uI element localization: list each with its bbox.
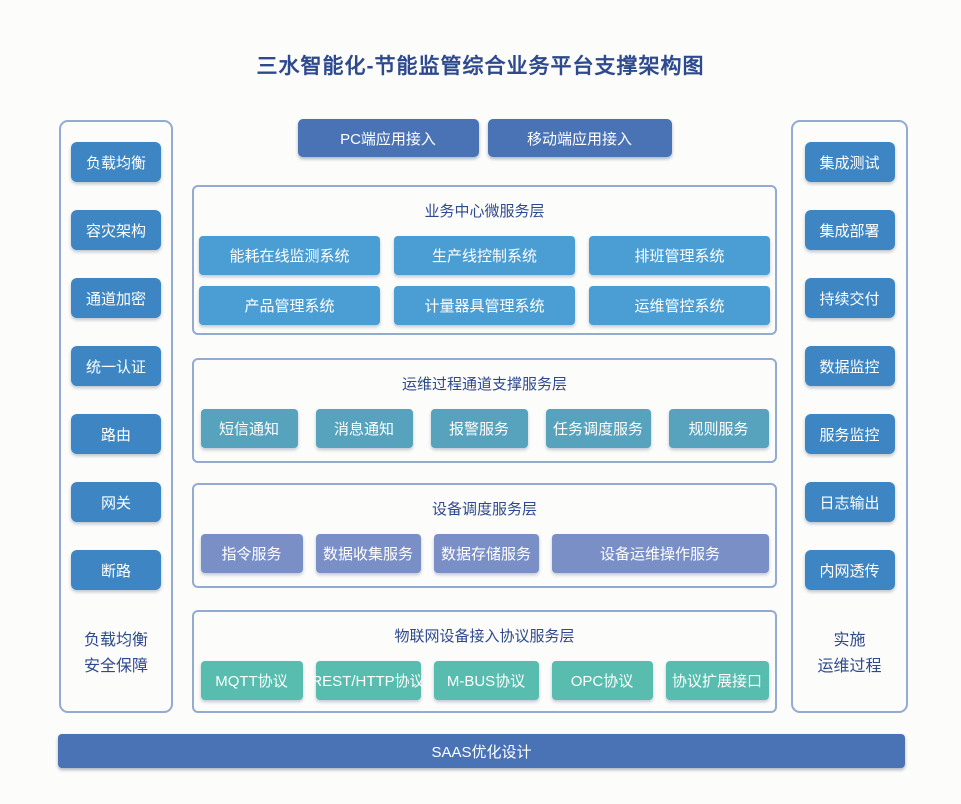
left-panel-buttons: 负载均衡容灾架构通道加密统一认证路由网关断路 [71, 142, 161, 618]
right-panel-item-2[interactable]: 持续交付 [804, 278, 895, 318]
layer-2-button-0-1[interactable]: 数据收集服务 [315, 534, 421, 573]
layer-2-title: 设备调度服务层 [431, 501, 537, 518]
left-panel-caption: 负载均衡安全保障 [84, 628, 148, 680]
layer-3-button-0-1[interactable]: REST/HTTP协议 [311, 661, 425, 700]
layer-2-row-0: 指令服务数据收集服务数据存储服务设备运维操作服务 [194, 534, 775, 573]
right-panel-item-3[interactable]: 数据监控 [804, 346, 895, 386]
right-panel-item-1[interactable]: 集成部署 [804, 210, 895, 250]
left-panel-item-4[interactable]: 路由 [71, 414, 161, 454]
layer-2-button-0-0[interactable]: 指令服务 [200, 534, 303, 573]
layer-3-button-0-2[interactable]: M-BUS协议 [433, 661, 539, 700]
layer-3-button-0-4[interactable]: 协议扩展接口 [665, 661, 769, 700]
right-panel-item-5[interactable]: 日志输出 [804, 482, 895, 522]
layer-0-button-1-1[interactable]: 计量器具管理系统 [394, 286, 575, 325]
right-panel: 集成测试集成部署持续交付数据监控服务监控日志输出内网透传 实施运维过程 [791, 120, 908, 713]
layer-0-button-0-0[interactable]: 能耗在线监测系统 [199, 236, 380, 275]
layer-1-button-0-4[interactable]: 规则服务 [668, 409, 769, 448]
right-panel-caption-line-0: 实施 [833, 632, 866, 649]
left-panel: 负载均衡容灾架构通道加密统一认证路由网关断路 负载均衡安全保障 [59, 120, 173, 713]
right-panel-buttons: 集成测试集成部署持续交付数据监控服务监控日志输出内网透传 [804, 142, 895, 618]
layer-2-button-0-2[interactable]: 数据存储服务 [433, 534, 539, 573]
top-access-row: PC端应用接入移动端应用接入 [192, 119, 777, 157]
left-panel-caption-line-1: 安全保障 [83, 658, 148, 675]
right-panel-caption: 实施运维过程 [817, 628, 881, 680]
top-access-button-0[interactable]: PC端应用接入 [297, 119, 479, 157]
layer-1-button-0-0[interactable]: 短信通知 [200, 409, 298, 448]
layer-0-button-0-2[interactable]: 排班管理系统 [589, 236, 770, 275]
left-panel-item-6[interactable]: 断路 [71, 550, 161, 590]
layer-0-row-0: 能耗在线监测系统生产线控制系统排班管理系统 [194, 236, 775, 275]
left-panel-item-0[interactable]: 负载均衡 [71, 142, 161, 182]
left-panel-item-5[interactable]: 网关 [71, 482, 161, 522]
layer-1-row-0: 短信通知消息通知报警服务任务调度服务规则服务 [194, 409, 775, 448]
layer-1-button-0-1[interactable]: 消息通知 [315, 409, 413, 448]
layer-1-button-0-3[interactable]: 任务调度服务 [545, 409, 651, 448]
layer-0-rows: 能耗在线监测系统生产线控制系统排班管理系统产品管理系统计量器具管理系统运维管控系… [194, 236, 775, 325]
right-panel-item-0[interactable]: 集成测试 [804, 142, 895, 182]
layer-3-button-0-0[interactable]: MQTT协议 [200, 661, 303, 700]
left-panel-item-2[interactable]: 通道加密 [71, 278, 161, 318]
saas-bottom-bar[interactable]: SAAS优化设计 [58, 734, 905, 768]
top-access-button-1[interactable]: 移动端应用接入 [487, 119, 672, 157]
layer-section-2: 设备调度服务层指令服务数据收集服务数据存储服务设备运维操作服务 [192, 483, 777, 588]
layer-0-button-0-1[interactable]: 生产线控制系统 [394, 236, 575, 275]
layer-2-rows: 指令服务数据收集服务数据存储服务设备运维操作服务 [194, 534, 775, 573]
layer-0-title: 业务中心微服务层 [424, 203, 545, 220]
layer-2-button-0-3[interactable]: 设备运维操作服务 [551, 534, 769, 573]
page-title: 三水智能化-节能监管综合业务平台支撑架构图 [256, 55, 705, 78]
layer-1-title: 运维过程通道支撑服务层 [401, 376, 567, 393]
layer-0-row-1: 产品管理系统计量器具管理系统运维管控系统 [194, 286, 775, 325]
left-panel-item-1[interactable]: 容灾架构 [71, 210, 161, 250]
layer-3-title: 物联网设备接入协议服务层 [394, 628, 575, 645]
layer-3-button-0-3[interactable]: OPC协议 [551, 661, 653, 700]
layer-section-1: 运维过程通道支撑服务层短信通知消息通知报警服务任务调度服务规则服务 [192, 358, 777, 463]
right-panel-item-6[interactable]: 内网透传 [804, 550, 895, 590]
layer-section-0: 业务中心微服务层能耗在线监测系统生产线控制系统排班管理系统产品管理系统计量器具管… [192, 185, 777, 335]
right-panel-item-4[interactable]: 服务监控 [804, 414, 895, 454]
layer-0-button-1-2[interactable]: 运维管控系统 [589, 286, 770, 325]
layer-1-button-0-2[interactable]: 报警服务 [430, 409, 528, 448]
layer-0-button-1-0[interactable]: 产品管理系统 [199, 286, 380, 325]
left-panel-item-3[interactable]: 统一认证 [71, 346, 161, 386]
layer-1-rows: 短信通知消息通知报警服务任务调度服务规则服务 [194, 409, 775, 448]
left-panel-caption-line-0: 负载均衡 [83, 632, 148, 649]
saas-bottom-bar-label: SAAS优化设计 [431, 743, 532, 761]
right-panel-caption-line-1: 运维过程 [817, 658, 882, 675]
